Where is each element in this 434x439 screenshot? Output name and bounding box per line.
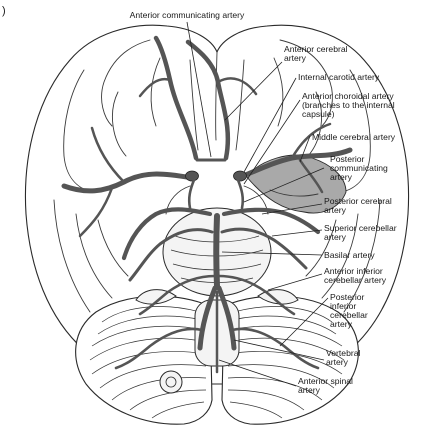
label-middle-cerebral-artery: Middle cerebral artery	[312, 132, 396, 142]
internal-carotid-artery-right	[234, 171, 247, 181]
label-basilar-artery: Basilar artery	[324, 250, 375, 260]
label-internal-carotid-artery: Internal carotid artery	[298, 72, 380, 82]
panel-label: )	[2, 5, 6, 17]
label-anterior-communicating-artery: Anterior communicating artery	[130, 10, 245, 20]
label-anterior-inferior-cerebellar-artery: Anterior inferior cerebellar artery	[324, 266, 387, 285]
internal-carotid-artery-left	[186, 171, 199, 181]
basilar-artery	[216, 216, 217, 286]
